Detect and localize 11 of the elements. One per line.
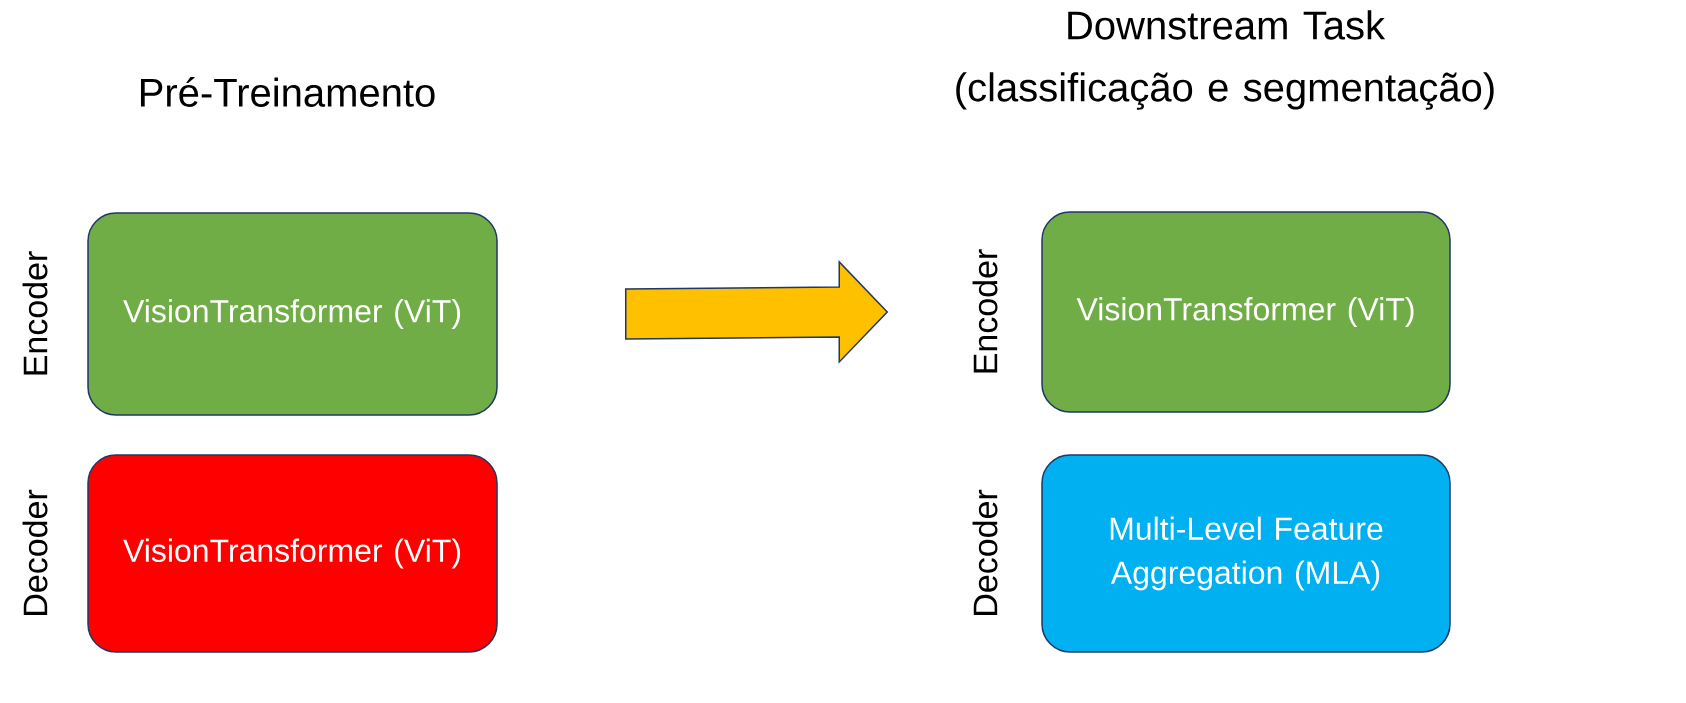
block-arrow xyxy=(625,260,889,364)
side-label: Encoder xyxy=(22,251,48,375)
side-label: Decoder xyxy=(22,489,48,615)
column-title: Pré-Treinamento xyxy=(140,77,435,107)
side-label: Decoder xyxy=(972,489,998,615)
process-box: VisionTransformer (ViT) xyxy=(1041,211,1451,413)
process-box: Multi-Level Feature Aggregation (MLA) xyxy=(1041,454,1451,653)
process-box: VisionTransformer (ViT) xyxy=(87,212,498,416)
column-title: Downstream Task (classificação e segmentação) xyxy=(956,10,1494,110)
side-label: Encoder xyxy=(972,249,998,373)
process-box: VisionTransformer (ViT) xyxy=(87,454,498,653)
